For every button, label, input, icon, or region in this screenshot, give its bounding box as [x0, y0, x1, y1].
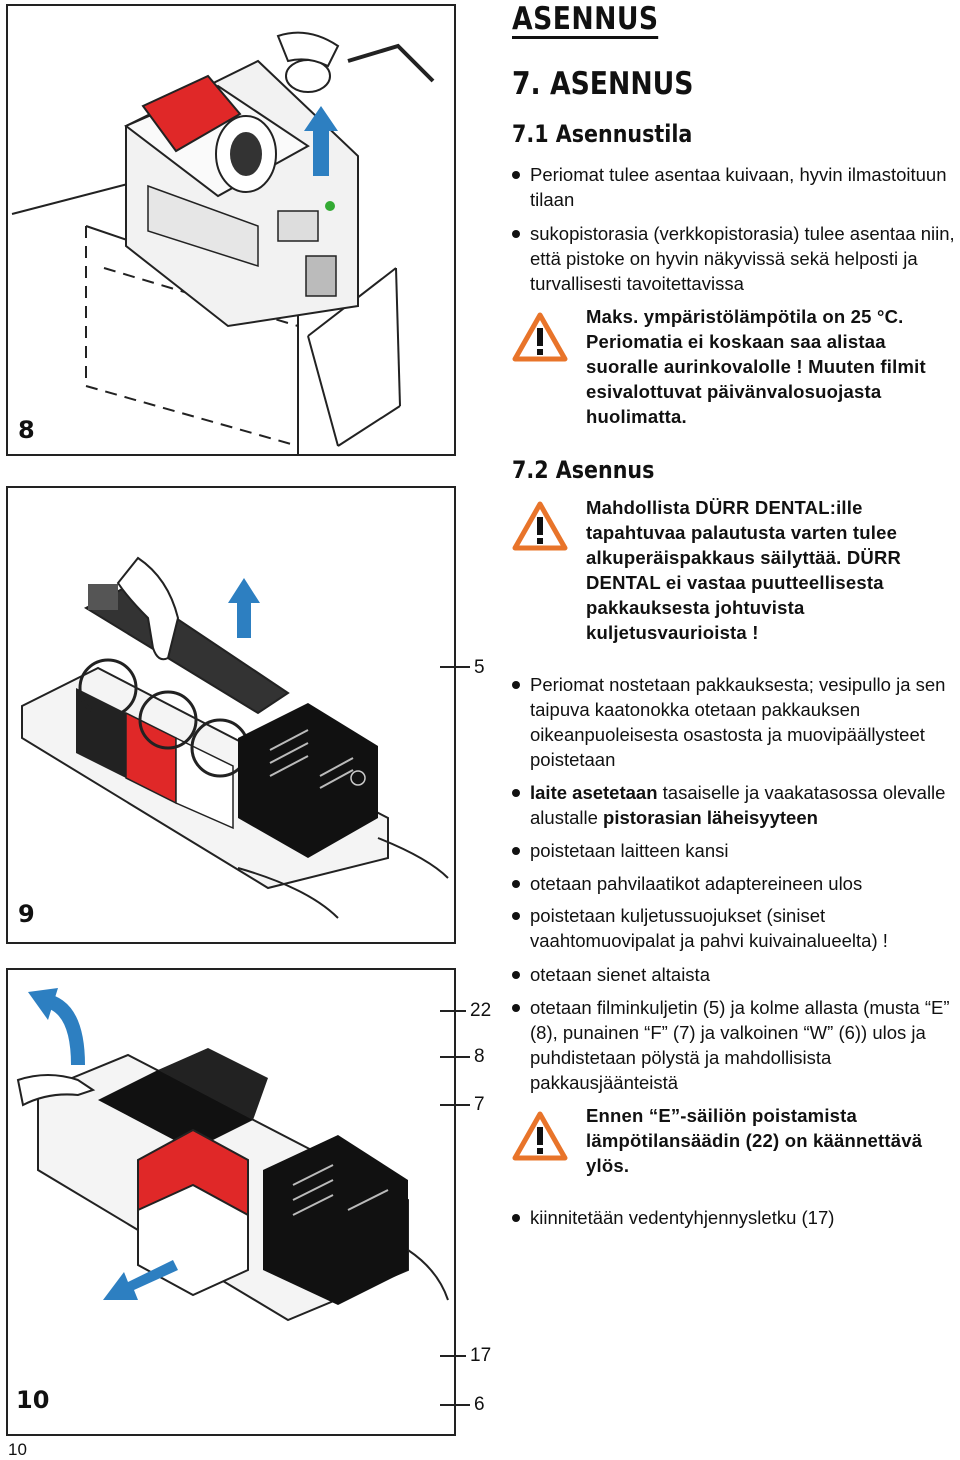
- bullet-dot: [512, 171, 520, 179]
- bold-text: laite asetetaan: [530, 782, 658, 803]
- bullet-dot: [512, 1004, 520, 1012]
- bullet-item: Periomat nostetaan pakkauksesta; vesipul…: [512, 672, 958, 772]
- bullet-text: sukopistorasia (verkkopistorasia) tulee …: [530, 223, 955, 294]
- bullet-dot: [512, 971, 520, 979]
- warning-note-thermostat: Ennen “E”-säiliön poistamista lämpötilan…: [512, 1103, 958, 1178]
- callout-8-line: [440, 1056, 470, 1058]
- bullet-item: kiinnitetään vedentyhjennysletku (17): [512, 1205, 958, 1230]
- bullet-text: kiinnitetään vedentyhjennysletku (17): [530, 1207, 835, 1228]
- bullet-text: poistetaan laitteen kansi: [530, 840, 729, 861]
- header-title: ASENNUS: [512, 1, 659, 39]
- figure-10-illustration: [16, 988, 449, 1322]
- subsection-7-2-title: 7.2 Asennus: [512, 456, 655, 484]
- figure-8-illustration: [11, 31, 435, 454]
- callout-5-line: [440, 666, 470, 668]
- callout-6-line: [440, 1404, 470, 1406]
- callout-17: 17: [470, 1345, 492, 1366]
- figure-9-illustration: [21, 556, 449, 919]
- page-number: 10: [8, 1440, 27, 1459]
- figure-10-panel: 10: [6, 968, 456, 1436]
- bold-text: pistorasian läheisyyteen: [603, 807, 818, 828]
- warning-note-temperature: Maks. ympäristölämpötila on 25 °C. Perio…: [512, 304, 958, 429]
- bullet-item: otetaan pahvilaatikot adaptereineen ulos: [512, 871, 958, 896]
- figure-9-number: 9: [18, 900, 35, 928]
- bullet-dot: [512, 912, 520, 920]
- bullet-item: otetaan filminkuljetin (5) ja kolme alla…: [512, 995, 958, 1095]
- bullet-text: laite asetetaan tasaiselle ja vaakatasos…: [530, 780, 958, 830]
- callout-7-line: [440, 1104, 470, 1106]
- bullet-text: otetaan filminkuljetin (5) ja kolme alla…: [530, 997, 950, 1093]
- bullet-dot: [512, 230, 520, 238]
- bullet-item: Periomat tulee asentaa kuivaan, hyvin il…: [512, 162, 958, 212]
- figure-10-number: 10: [16, 1386, 50, 1414]
- section-title: 7. ASENNUS: [512, 66, 694, 102]
- bullet-dot: [512, 880, 520, 888]
- callout-8: 8: [474, 1046, 485, 1067]
- bullet-text: Periomat nostetaan pakkauksesta; vesipul…: [530, 674, 946, 770]
- bullet-dot: [512, 789, 520, 797]
- bullet-dot: [512, 1214, 520, 1222]
- warning-triangle-icon: [512, 312, 568, 362]
- figure-8-number: 8: [18, 416, 35, 444]
- warning-text: Maks. ympäristölämpötila on 25 °C. Perio…: [586, 306, 926, 427]
- bullet-item: laite asetetaan tasaiselle ja vaakatasos…: [512, 780, 958, 830]
- callout-7: 7: [474, 1094, 485, 1115]
- bullet-dot: [512, 847, 520, 855]
- bullet-item: poistetaan kuljetussuojukset (siniset va…: [512, 903, 958, 953]
- bullet-text: otetaan pahvilaatikot adaptereineen ulos: [530, 873, 863, 894]
- bullet-text: Periomat tulee asentaa kuivaan, hyvin il…: [530, 164, 947, 210]
- bullet-item: poistetaan laitteen kansi: [512, 838, 958, 863]
- plain-text: tasaiselle ja vaakatasossa olevalle alus…: [530, 782, 946, 828]
- callout-6: 6: [474, 1394, 485, 1415]
- figure-8-panel: 8: [6, 4, 456, 456]
- callout-22-line: [440, 1010, 466, 1012]
- warning-text: Mahdollista DÜRR DENTAL:ille tapahtuvaa …: [586, 497, 902, 643]
- figure-9-panel: 9: [6, 486, 456, 944]
- callout-5: 5: [474, 657, 485, 678]
- warning-triangle-icon: [512, 1111, 568, 1161]
- bullet-item: sukopistorasia (verkkopistorasia) tulee …: [512, 221, 958, 296]
- warning-note-packaging: Mahdollista DÜRR DENTAL:ille tapahtuvaa …: [512, 495, 958, 645]
- bullet-dot: [512, 681, 520, 689]
- warning-text: Ennen “E”-säiliön poistamista lämpötilan…: [586, 1105, 923, 1176]
- bullet-text: poistetaan kuljetussuojukset (siniset va…: [530, 905, 888, 951]
- warning-triangle-icon: [512, 501, 568, 551]
- callout-22: 22: [470, 1000, 492, 1021]
- bullet-item: otetaan sienet altaista: [512, 962, 958, 987]
- subsection-7-1-title: 7.1 Asennustila: [512, 120, 693, 148]
- bullet-text: otetaan sienet altaista: [530, 964, 710, 985]
- callout-17-line: [440, 1355, 466, 1357]
